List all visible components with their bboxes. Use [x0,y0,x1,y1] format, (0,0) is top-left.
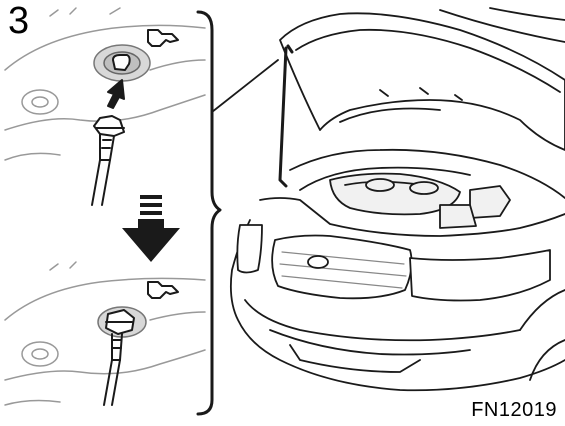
inset-before [4,7,206,206]
arrow-down-icon [122,195,180,262]
car-with-open-hood [229,7,565,392]
hood-stay-hole-icon [147,281,179,299]
step-number: 3 [8,0,30,42]
callout-line [211,59,279,113]
hood-stay-hole-icon [147,29,179,47]
inset-bracket [196,10,222,416]
inset-after [4,261,206,406]
figure-code: FN12019 [471,399,557,421]
